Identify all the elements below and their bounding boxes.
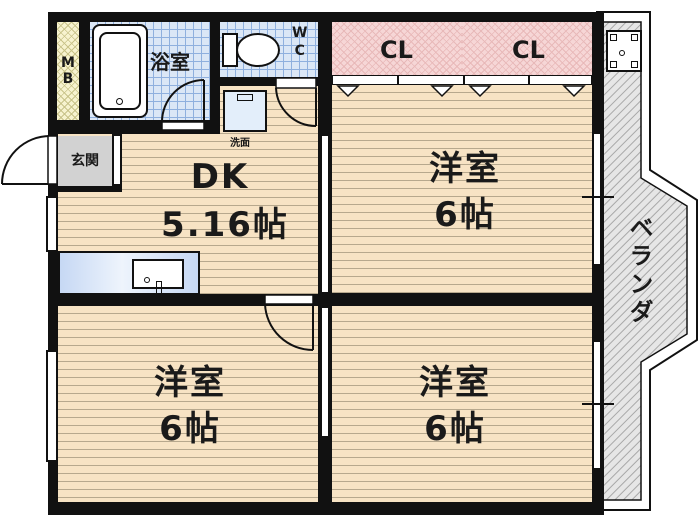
western-sw-size: 6帖 xyxy=(159,409,221,449)
outdoor-unit xyxy=(606,30,642,72)
veranda xyxy=(596,11,698,511)
sw-se-sliding-door[interactable] xyxy=(320,306,330,438)
western-sw-name: 洋室 xyxy=(154,363,226,403)
western-room-ne xyxy=(332,85,592,293)
entrance-label-overlay: 玄関 xyxy=(71,153,99,169)
western-ne-size: 6帖 xyxy=(434,195,496,235)
kitchen-counter xyxy=(58,251,200,295)
entrance-step-edge xyxy=(112,134,122,186)
closet-right xyxy=(462,22,592,75)
bathroom-label: 浴室 xyxy=(150,50,190,74)
entrance-floor xyxy=(58,136,112,186)
closet-door-markers xyxy=(336,85,586,98)
dk-window[interactable] xyxy=(46,196,58,252)
wc-door[interactable] xyxy=(274,76,320,132)
meter-box-label: M B xyxy=(61,55,75,87)
toilet-bowl xyxy=(236,33,280,67)
sw-room-door[interactable] xyxy=(263,293,319,351)
closet-right-label: CL xyxy=(512,36,545,64)
bathtub xyxy=(92,24,148,118)
closet-left xyxy=(332,22,462,75)
western-ne-name: 洋室 xyxy=(429,149,501,189)
dk-ne-sliding-door[interactable] xyxy=(320,134,330,294)
dk-name: DK xyxy=(190,157,250,197)
veranda-label: ベランダ xyxy=(625,215,653,327)
window-crosshair-ne xyxy=(582,196,614,198)
closet-left-label: CL xyxy=(380,36,413,64)
washroom-label: 洗面 xyxy=(230,138,250,149)
washbasin xyxy=(223,90,267,132)
bath-door[interactable] xyxy=(160,78,206,134)
sw-window[interactable] xyxy=(46,350,58,462)
window-crosshair-se xyxy=(582,403,614,405)
western-room-se xyxy=(332,306,592,502)
ne-veranda-window[interactable] xyxy=(592,132,602,266)
closet-doors[interactable] xyxy=(332,75,592,85)
entrance-wall xyxy=(58,186,122,192)
western-se-size: 6帖 xyxy=(424,409,486,449)
sink xyxy=(132,259,184,294)
entrance-door[interactable] xyxy=(0,132,60,186)
meter-box xyxy=(57,22,79,120)
se-veranda-window[interactable] xyxy=(592,340,602,470)
western-room-sw xyxy=(58,306,318,502)
wc-label: W C xyxy=(292,25,308,59)
dk-size: 5.16帖 xyxy=(161,205,289,245)
western-se-name: 洋室 xyxy=(419,363,491,403)
